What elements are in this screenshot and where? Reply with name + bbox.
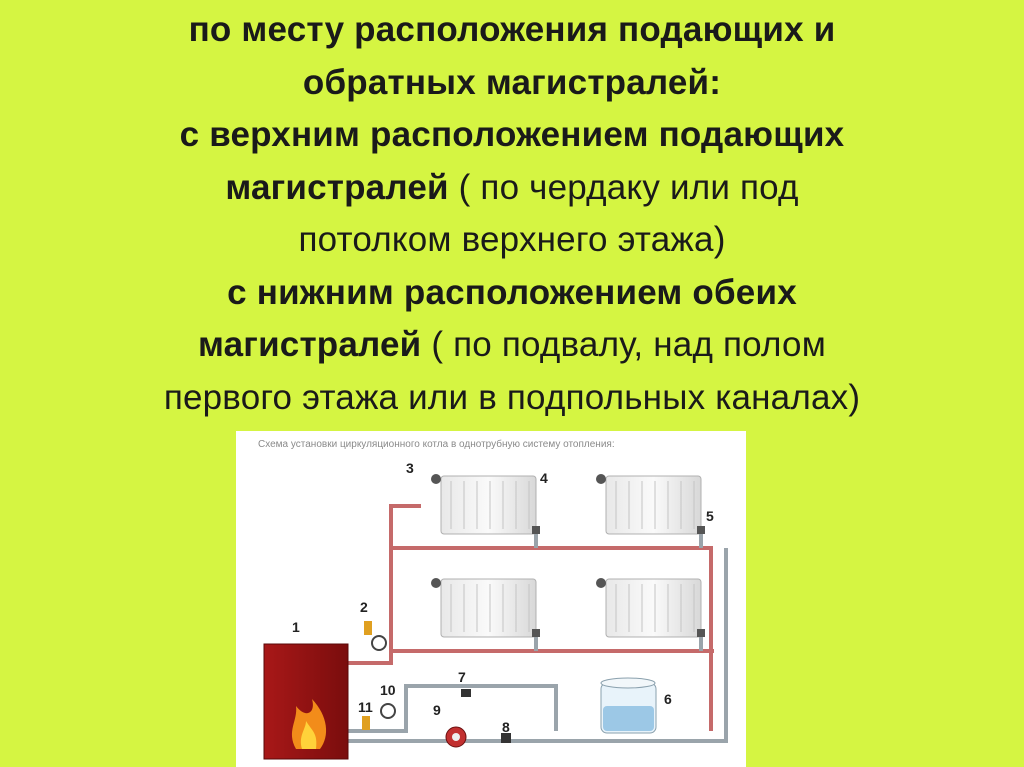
label-1: 1 [292,619,300,635]
radiator-valves [431,474,705,637]
heating-scheme-svg: Схема установки циркуляционного котла в … [258,438,728,760]
text-line-5: потолком верхнего этажа) [298,220,726,259]
label-11: 11 [358,699,373,715]
supply-pipes [348,504,714,731]
heating-scheme-diagram: Схема установки циркуляционного котла в … [236,431,746,767]
text-line-1: по месту расположения подающих и [188,10,836,49]
text-line-7-normal: ( по подвалу, над полом [421,325,826,364]
slide-text: по месту расположения подающих и обратны… [0,4,1024,424]
text-line-2: обратных магистралей: [302,62,722,102]
boiler [263,643,349,760]
diagram-caption: Схема установки циркуляционного котла в … [258,438,615,450]
text-line-6: с нижним расположением обеих [227,272,797,312]
text-line-4: магистралей ( по чердаку или под [0,162,1024,215]
text-line-3: с верхним расположением подающих [179,115,845,154]
text-line-4-normal: ( по чердаку или под [448,167,799,207]
label-10: 10 [380,682,396,698]
label-3: 3 [406,460,414,476]
label-8: 8 [502,719,510,735]
label-9: 9 [433,702,441,718]
label-6: 6 [664,691,672,707]
expansion-tank [600,677,657,734]
radiator-top-right [605,475,702,535]
radiator-bottom-left [440,578,537,638]
text-line-7: магистралей ( по подвалу, над полом [0,319,1024,372]
label-7: 7 [458,669,466,685]
circulation-pump [445,726,467,748]
text-line-4-bold: магистралей [225,167,449,207]
label-2: 2 [360,599,368,615]
label-4: 4 [540,470,548,486]
text-line-7-bold: магистралей [198,325,422,364]
radiator-top-left [440,475,537,535]
gauges [362,621,511,743]
return-pipes [348,531,728,743]
text-line-8: первого этажа или в подпольных каналах) [163,377,861,417]
radiator-bottom-right [605,578,702,638]
label-5: 5 [706,508,714,524]
